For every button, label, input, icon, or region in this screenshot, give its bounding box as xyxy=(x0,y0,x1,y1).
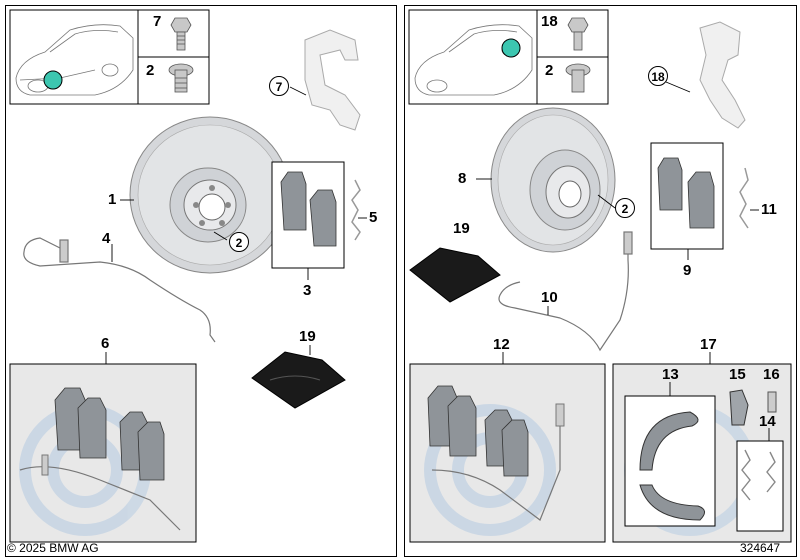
rear-bolt-label: 18 xyxy=(541,13,558,30)
rear-spring-label: 11 xyxy=(761,201,777,218)
brake-pad-icon xyxy=(657,157,715,229)
wear-sensor-icon xyxy=(498,231,633,352)
rear-sensor-label: 10 xyxy=(541,289,558,306)
spring-clip-icon xyxy=(351,179,361,241)
brake-disc-icon xyxy=(129,116,291,274)
front-sensor-label: 4 xyxy=(102,230,111,247)
brake-pad-icon xyxy=(280,171,337,247)
rear-grease-label: 19 xyxy=(453,220,470,237)
front-pad-kit-label: 6 xyxy=(101,335,110,352)
front-wheel-marker-icon xyxy=(43,70,63,90)
rear-wheel-marker-icon xyxy=(501,38,521,58)
front-grease-label: 19 xyxy=(299,328,316,345)
wear-sensor-icon xyxy=(23,237,216,343)
rear-pad-kit-label: 12 xyxy=(493,336,510,353)
rear-shoes-label: 13 xyxy=(662,366,679,383)
grease-pack-icon xyxy=(409,247,501,303)
copyright-text: © 2025 BMW AG xyxy=(7,541,99,555)
diagram-id: 324647 xyxy=(740,541,781,555)
rear-pin-label: 16 xyxy=(763,366,780,383)
caliper-bracket-icon xyxy=(304,29,361,131)
spring-clip-icon xyxy=(739,167,749,229)
front-disc-label: 1 xyxy=(108,191,117,208)
bolt-icon xyxy=(567,17,589,51)
rear-disc-bolt-label: 2 xyxy=(545,62,554,79)
rear-shoe-kit-box xyxy=(612,363,792,543)
bolt-icon xyxy=(170,17,192,51)
brake-disc-icon xyxy=(490,107,616,253)
bolt-icon xyxy=(565,63,591,93)
front-pads-label: 3 xyxy=(303,282,312,299)
rear-hardware-label: 14 xyxy=(759,413,776,430)
rear-disc-label: 8 xyxy=(458,170,467,187)
rear-pads-label: 9 xyxy=(683,262,692,279)
caliper-bracket-icon xyxy=(699,21,746,129)
bolt-icon xyxy=(168,63,194,93)
front-caliper-label: 7 xyxy=(269,76,289,96)
front-disc-screw-label: 2 xyxy=(229,232,249,252)
front-bolt-label: 7 xyxy=(153,13,162,30)
rear-adjuster-label: 15 xyxy=(729,366,746,383)
rear-caliper-label: 18 xyxy=(648,66,668,86)
front-disc-bolt-label: 2 xyxy=(146,62,155,79)
rear-shoe-kit-label: 17 xyxy=(700,336,717,353)
grease-pack-icon xyxy=(251,351,346,409)
front-pad-kit-box xyxy=(9,363,197,543)
rear-pad-kit-box xyxy=(409,363,606,543)
rear-disc-screw-label: 2 xyxy=(615,198,635,218)
front-spring-label: 5 xyxy=(369,209,378,226)
leader-lines xyxy=(105,81,770,441)
